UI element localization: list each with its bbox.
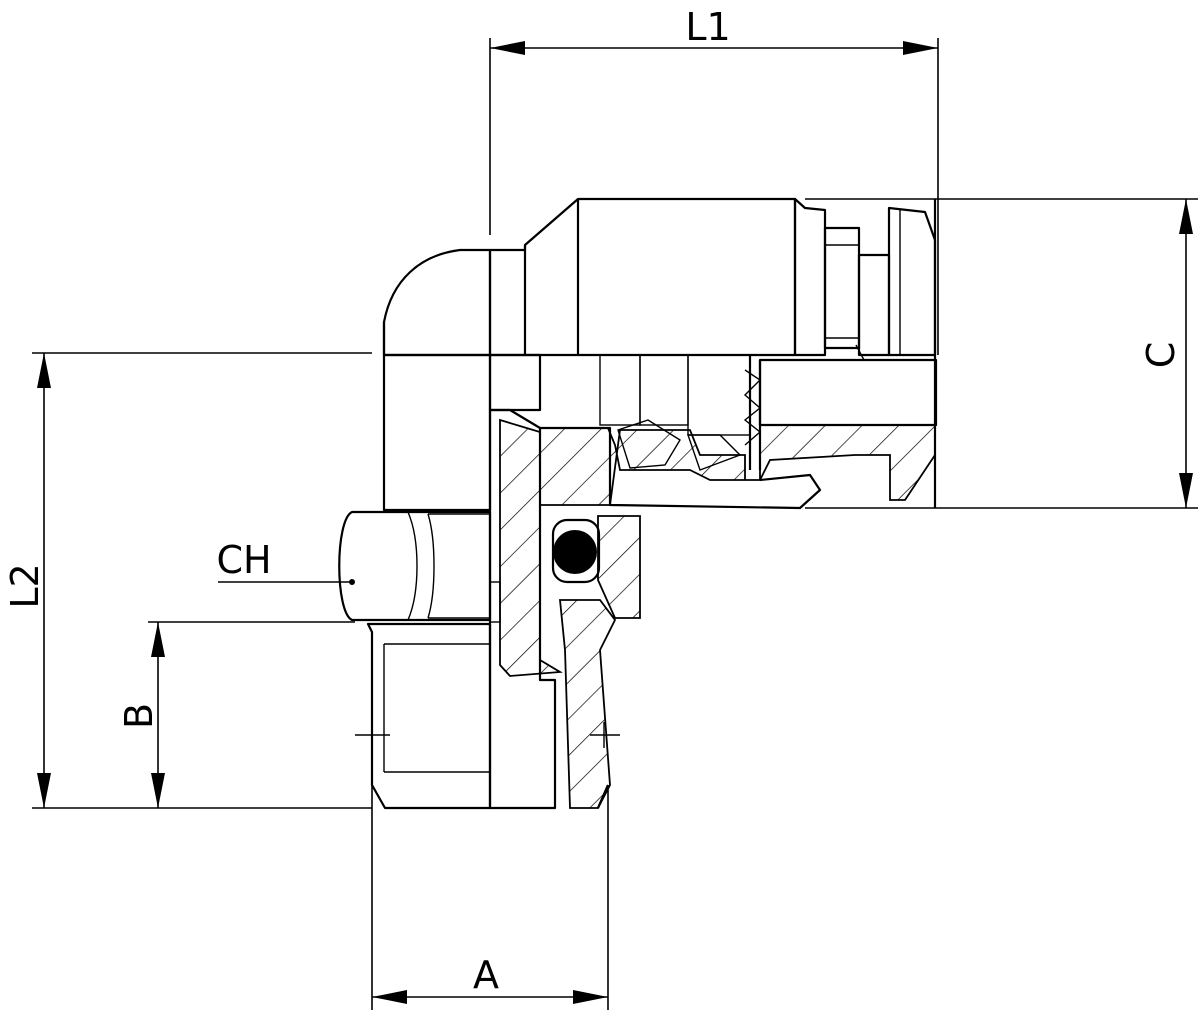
collet-release-ring <box>793 197 937 508</box>
dimension-a: A <box>371 785 609 1010</box>
threaded-stem <box>355 622 492 810</box>
dimension-l1: L1 <box>489 5 939 355</box>
hex-nut <box>338 510 492 622</box>
label-a: A <box>473 953 499 997</box>
label-c: C <box>1139 342 1183 369</box>
dimension-ch: CH <box>216 538 355 585</box>
label-b: B <box>117 703 161 729</box>
label-ch: CH <box>216 538 271 582</box>
dimension-l2: L2 <box>3 352 372 809</box>
label-l2: L2 <box>3 563 47 608</box>
dimension-b: B <box>117 621 355 808</box>
label-l1: L1 <box>685 5 730 49</box>
coupling-section <box>488 353 938 510</box>
dimension-c: C <box>805 198 1198 509</box>
o-ring <box>551 518 601 584</box>
